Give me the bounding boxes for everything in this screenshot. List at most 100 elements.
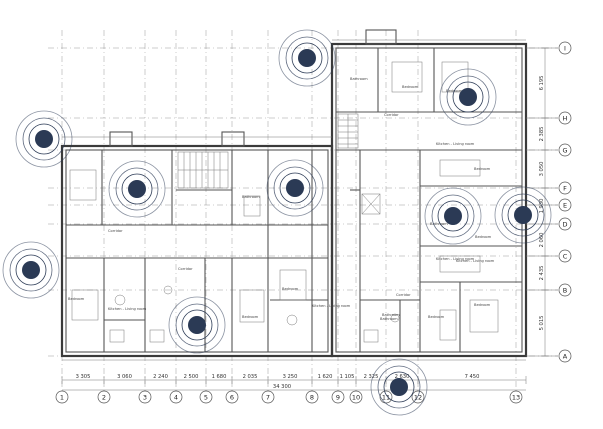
furniture xyxy=(69,61,499,343)
balcony-1 xyxy=(109,131,133,147)
east-staircase xyxy=(337,113,359,149)
room-label: Bathroom xyxy=(380,317,398,321)
dimension-label: 2 240 xyxy=(153,374,168,380)
column-axis-label: 1 xyxy=(60,394,64,402)
room-label: Kitchen - Living room xyxy=(312,304,351,308)
axis-bubble-circle xyxy=(55,390,69,404)
east-block-outline xyxy=(330,42,528,358)
top-dimension-strips xyxy=(62,39,526,361)
dimension-label: 2 630 xyxy=(395,374,410,380)
room-label: Corridor xyxy=(384,113,399,117)
balcony-2 xyxy=(221,131,245,147)
location-marker-icon xyxy=(266,159,324,217)
row-axis-bubble: E xyxy=(526,198,572,212)
axis-bubble-circle xyxy=(558,249,572,263)
room-label: Bedroom xyxy=(475,235,492,239)
room-label: Bathroom xyxy=(382,313,400,317)
room-label: Kitchen - Living room xyxy=(456,259,495,263)
column-axis-bubble: 10 xyxy=(349,390,363,404)
axis-bubble-circle xyxy=(349,390,363,404)
row-axis-label: B xyxy=(563,286,567,294)
row-axis-bubble: F xyxy=(526,181,572,195)
location-marker-icon xyxy=(15,110,73,168)
axis-bubble-circle xyxy=(558,41,572,55)
location-markers xyxy=(2,29,552,416)
row-axis-label: D xyxy=(562,220,567,228)
column-axis-label: 2 xyxy=(102,394,106,402)
location-marker-icon xyxy=(168,296,226,354)
room-label: Corridor xyxy=(108,229,123,233)
column-axis-label: 9 xyxy=(336,394,340,402)
column-axis-bubble: 3 xyxy=(138,390,152,404)
room-label: Bedroom xyxy=(428,315,445,319)
column-axis-label: 4 xyxy=(174,394,178,402)
room-label: Kitchen - Living room xyxy=(436,142,475,146)
column-axis-label: 5 xyxy=(204,394,208,402)
room-labels: Bathroom Bedroom Corridor Kitchen - Livi… xyxy=(68,77,495,321)
column-axis-bubble: 5 xyxy=(199,390,213,404)
axis-bubble-circle xyxy=(199,390,213,404)
dimension-label: 2 035 xyxy=(243,374,258,380)
dimension-label: 2 385 xyxy=(539,127,545,142)
axis-bubble-circle xyxy=(169,390,183,404)
column-axis-label: 7 xyxy=(266,394,270,402)
column-axis-label: 10 xyxy=(352,394,360,402)
axis-bubble-circle xyxy=(558,283,572,297)
row-axis-label: E xyxy=(563,201,567,209)
axis-bubble-circle xyxy=(558,349,572,363)
location-marker-icon xyxy=(439,68,497,126)
room-label: Kitchen - Living room xyxy=(436,257,475,261)
west-staircase xyxy=(177,151,229,189)
dimension-label: 1 680 xyxy=(212,374,227,380)
west-partitions xyxy=(66,150,328,352)
axis-bubble-circle xyxy=(331,390,345,404)
column-axis-bubble: 7 xyxy=(261,390,275,404)
row-axis-bubble: G xyxy=(526,143,572,157)
dimension-label: 2 060 xyxy=(539,233,545,248)
total-dimension-label: 34 300 xyxy=(273,384,291,390)
row-axis-label: A xyxy=(563,352,568,360)
dimension-label: 5 015 xyxy=(539,316,545,331)
room-label: Bedroom xyxy=(282,287,299,291)
dimension-label: 2 325 xyxy=(364,374,379,380)
room-label: Corridor xyxy=(178,267,193,271)
dimension-label: 3 250 xyxy=(283,374,298,380)
row-axis-label: I xyxy=(564,44,566,52)
axis-bubble-circle xyxy=(97,390,111,404)
row-axis-bubble: B xyxy=(526,283,572,297)
row-axis-bubble: H xyxy=(526,111,572,125)
room-label: Bedroom xyxy=(242,315,259,319)
axis-bubble-circle xyxy=(558,181,572,195)
row-axis-bubble: C xyxy=(526,249,572,263)
room-label: Bedroom xyxy=(474,167,491,171)
column-axis-bubble: 4 xyxy=(169,390,183,404)
location-marker-icon xyxy=(424,187,482,245)
row-axis-bubbles: I H G F E D C B A xyxy=(526,41,572,363)
room-label: Kitchen - Living room xyxy=(108,307,147,311)
axis-bubble-circle xyxy=(558,143,572,157)
column-axis-bubble: 1 xyxy=(55,390,69,404)
dimension-label: 3 050 xyxy=(539,162,545,177)
room-label: Bedroom xyxy=(474,303,491,307)
dimension-label: 2 435 xyxy=(539,266,545,281)
row-axis-bubble: I xyxy=(526,41,572,55)
west-inner-outline xyxy=(65,149,329,353)
room-label: Corridor xyxy=(396,293,411,297)
column-axis-label: 3 xyxy=(143,394,147,402)
location-marker-icon xyxy=(2,241,60,299)
east-partitions xyxy=(336,48,522,352)
dimension-label: 2 500 xyxy=(184,374,199,380)
row-axis-label: F xyxy=(563,184,567,192)
row-axis-bubble: A xyxy=(526,349,572,363)
axis-bubble-circle xyxy=(225,390,239,404)
column-axis-bubble: 9 xyxy=(331,390,345,404)
axis-bubble-circle xyxy=(558,217,572,231)
grid-lines xyxy=(48,30,558,392)
dimension-label: 7 450 xyxy=(465,374,480,380)
column-axis-label: 13 xyxy=(512,394,520,402)
axis-bubble-circle xyxy=(558,198,572,212)
column-axis-bubble: 2 xyxy=(97,390,111,404)
